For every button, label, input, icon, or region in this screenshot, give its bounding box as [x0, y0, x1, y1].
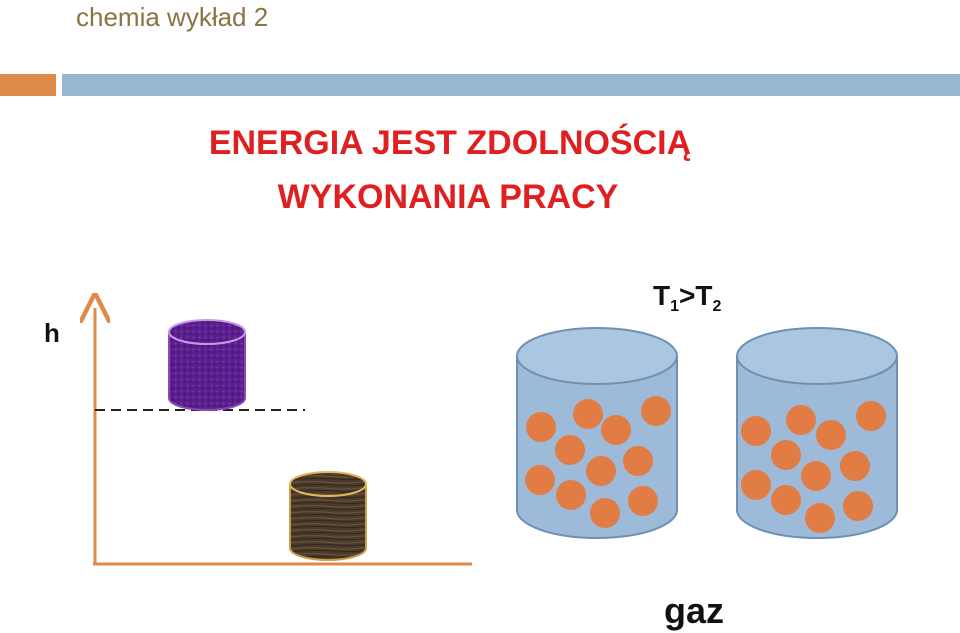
slide-title-line2: WYKONANIA PRACY [277, 178, 619, 216]
header-divider-bar [62, 74, 960, 96]
height-axis-label: h [44, 318, 60, 348]
gas-container-hot [516, 327, 678, 539]
temp-subscript-2: 2 [712, 298, 722, 315]
slide-title-line1: ENERGIA JEST ZDOLNOŚCIĄ [208, 124, 692, 162]
gas-container-cold [736, 327, 898, 539]
temp-subscript-1: 1 [670, 298, 680, 315]
elevated-cylinder [168, 319, 246, 411]
gas-particles-cold [741, 401, 886, 533]
temp-relation-sign: > [679, 280, 696, 311]
gas-caption: gaz [664, 590, 725, 631]
header-title: chemia wykład 2 [76, 2, 269, 32]
header-accent-bar [0, 74, 56, 96]
temperature-relation: T1>T2 [653, 280, 721, 316]
gas-particles-hot [525, 396, 671, 528]
ground-cylinder [289, 471, 367, 561]
temp-symbol-2: T [695, 280, 713, 311]
temp-symbol-1: T [653, 280, 671, 311]
